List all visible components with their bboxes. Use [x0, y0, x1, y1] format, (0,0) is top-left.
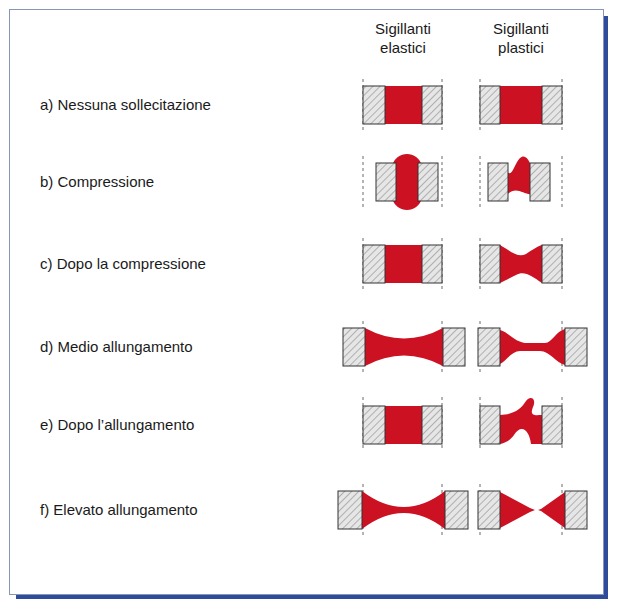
row-f-figures: [338, 484, 587, 536]
row-label: b) Compressione: [40, 173, 154, 191]
row-c-figures: [363, 238, 562, 290]
column-header: Sigillanti elastici: [361, 19, 445, 57]
row-label: e) Dopo l’allungamento: [40, 416, 194, 434]
row-label: c) Dopo la compressione: [40, 255, 206, 273]
row-a-figures: [363, 79, 562, 131]
panel-frame: [10, 10, 604, 595]
panel-shadow: [16, 595, 608, 599]
row-b-figures: [363, 154, 562, 210]
row-label: f) Elevato allungamento: [40, 501, 198, 519]
row-e-figures: [363, 397, 562, 451]
row-label: d) Medio allungamento: [40, 338, 193, 356]
row-d-figures: [343, 321, 587, 373]
row-label: a) Nessuna sollecitazione: [40, 96, 211, 114]
panel-shadow: [604, 16, 608, 599]
column-header: Sigillanti plastici: [479, 19, 563, 57]
